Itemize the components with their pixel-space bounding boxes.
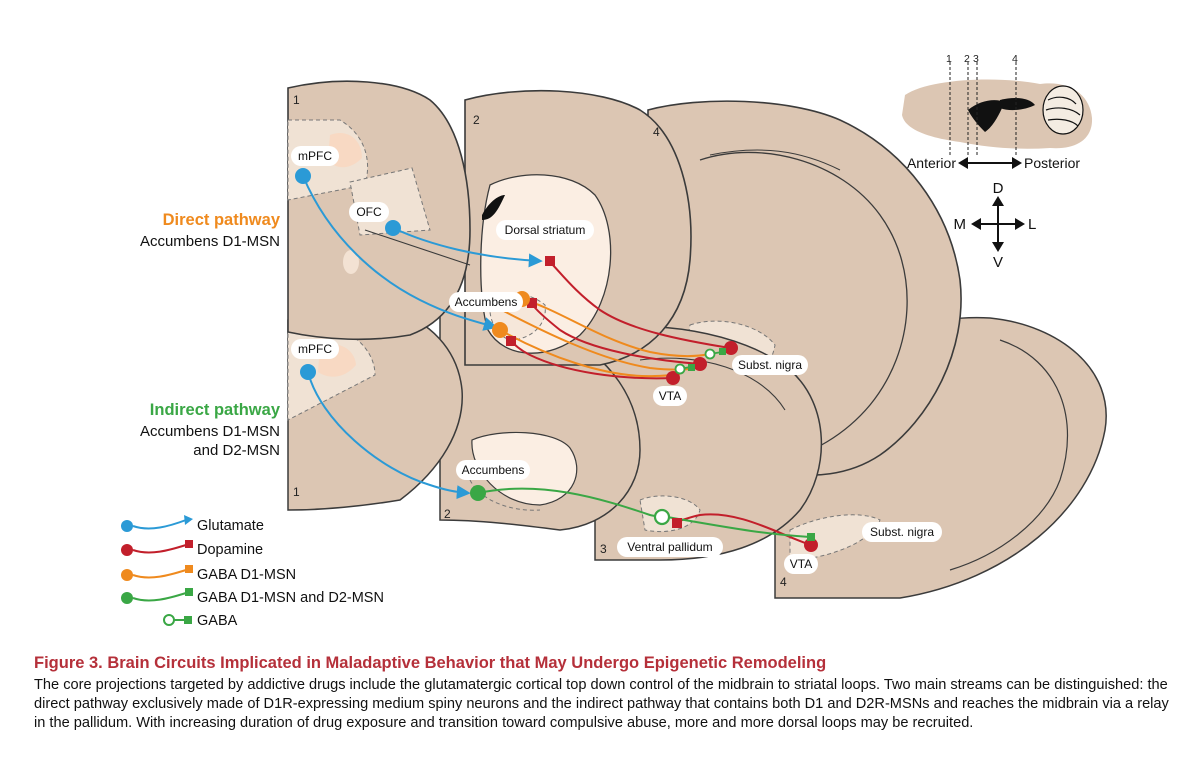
svg-text:GABA D1-MSN: GABA D1-MSN — [197, 567, 296, 583]
d1d2-msn-neuron — [470, 485, 486, 501]
glutamate-ofc-to-dorsal-striatum — [392, 227, 543, 268]
gaba-neuron-vta — [674, 363, 686, 375]
region-label-vta-bottom: VTA — [784, 554, 818, 574]
gaba-terminal-sn-local — [719, 348, 726, 355]
caption-title: Figure 3. Brain Circuits Implicated in M… — [34, 654, 827, 672]
legend-item-glutamate: Glutamate — [121, 515, 264, 534]
compass-l: L — [1028, 216, 1036, 233]
svg-text:Subst. nigra: Subst. nigra — [870, 525, 934, 539]
region-label-subst-nigra-top: Subst. nigra — [732, 355, 808, 375]
gaba-d1-accumbens-to-sn-1 — [521, 298, 711, 357]
compass-d: D — [993, 180, 1004, 197]
svg-text:OFC: OFC — [356, 205, 382, 219]
indirect-pathway-title: Indirect pathway — [150, 401, 281, 419]
region-label-ofc: OFC — [349, 202, 389, 222]
d1-msn-neuron-2 — [492, 322, 508, 338]
dopamine-terminal-pallidum — [672, 518, 682, 528]
sagittal-brain-inset — [902, 62, 1093, 156]
region-label-accumbens-top: Accumbens — [449, 292, 523, 312]
svg-text:Dopamine: Dopamine — [197, 542, 263, 558]
section-number-1-top: 1 — [293, 93, 300, 107]
ofc-neuron — [385, 220, 401, 236]
section-number-3: 3 — [600, 542, 607, 556]
inset-number-3: 3 — [973, 53, 979, 65]
legend-item-gaba-d1-d2: GABA D1-MSN and D2-MSN — [121, 588, 384, 606]
direct-pathway-subtitle: Accumbens D1-MSN — [140, 233, 280, 250]
mpfc-neuron-bottom — [300, 364, 316, 380]
indirect-pathway-line2: and D2-MSN — [193, 442, 280, 459]
svg-text:VTA: VTA — [659, 389, 681, 403]
svg-text:Subst. nigra: Subst. nigra — [738, 358, 802, 372]
inset-number-1: 1 — [946, 53, 952, 65]
inset-number-4: 4 — [1012, 53, 1018, 65]
region-label-mpfc-top: mPFC — [291, 146, 339, 166]
svg-text:Accumbens: Accumbens — [455, 295, 518, 309]
dopamine-vta-to-accumbens-2 — [510, 340, 674, 380]
legend: Glutamate Dopamine GABA D1-MSN GABA D1-M… — [121, 515, 384, 629]
dopamine-sn-to-dorsal-striatum — [549, 261, 731, 349]
region-label-vta-top: VTA — [653, 386, 687, 406]
section-number-2-bottom: 2 — [444, 507, 451, 521]
dopamine-neuron-sn — [724, 341, 738, 355]
gaba-terminal-sn-lower — [807, 533, 815, 541]
dopamine-vta-to-accumbens-1 — [531, 303, 701, 365]
dopamine-neuron-vta-1 — [693, 357, 707, 371]
svg-text:Ventral pallidum: Ventral pallidum — [627, 540, 712, 554]
legend-item-dopamine: Dopamine — [121, 540, 263, 558]
anterior-posterior-arrow — [958, 157, 1022, 169]
legend-item-gaba: GABA — [163, 613, 238, 629]
gaba-neuron-sn — [704, 348, 716, 360]
dopamine-terminal-accumbens-2 — [506, 336, 516, 346]
legend-item-gaba-d1: GABA D1-MSN — [121, 565, 296, 583]
dopamine-neuron-vta-lower — [804, 538, 818, 552]
gaba-pallidum-to-sn — [666, 516, 811, 538]
svg-text:Glutamate: Glutamate — [197, 518, 264, 534]
svg-text:GABA D1-MSN and D2-MSN: GABA D1-MSN and D2-MSN — [197, 590, 384, 606]
section-number-1-bottom: 1 — [293, 485, 300, 499]
section-number-2-top: 2 — [473, 113, 480, 127]
svg-text:Accumbens: Accumbens — [462, 463, 525, 477]
compass-m: M — [954, 216, 967, 233]
dopamine-terminal-dorsal — [545, 256, 555, 266]
svg-text:VTA: VTA — [790, 557, 812, 571]
section-number-4-top: 4 — [653, 125, 660, 139]
indirect-pathway-line1: Accumbens D1-MSN — [140, 423, 280, 440]
mpfc-neuron-top — [295, 168, 311, 184]
compass-v: V — [993, 254, 1003, 271]
svg-text:mPFC: mPFC — [298, 342, 332, 356]
dopamine-terminal-accumbens-1 — [527, 298, 537, 308]
glutamate-mpfc-to-accumbens-bottom — [307, 371, 471, 500]
region-label-dorsal-striatum: Dorsal striatum — [496, 220, 594, 240]
region-label-accumbens-bottom: Accumbens — [456, 460, 530, 480]
svg-text:Dorsal striatum: Dorsal striatum — [505, 223, 586, 237]
dopamine-neuron-vta-2 — [666, 371, 680, 385]
figure-caption: Figure 3. Brain Circuits Implicated in M… — [34, 654, 1184, 733]
direct-pathway-title: Direct pathway — [163, 211, 281, 229]
caption-body: The core projections targeted by addicti… — [34, 677, 1169, 731]
section-number-4-bottom: 4 — [780, 575, 787, 589]
glutamate-mpfc-to-accumbens-top — [302, 175, 498, 331]
svg-text:mPFC: mPFC — [298, 149, 332, 163]
compass-arrows — [971, 196, 1025, 252]
section-3 — [594, 325, 823, 561]
region-label-subst-nigra-bottom: Subst. nigra — [862, 522, 942, 542]
region-label-ventral-pallidum: Ventral pallidum — [617, 537, 723, 557]
region-label-mpfc-bottom: mPFC — [291, 339, 339, 359]
inset-number-2: 2 — [964, 53, 970, 65]
gaba-terminal-vta-local — [688, 364, 695, 371]
pallidum-gaba-neuron — [653, 508, 671, 526]
posterior-label: Posterior — [1024, 155, 1080, 171]
svg-text:GABA: GABA — [197, 613, 238, 629]
anterior-label: Anterior — [907, 155, 956, 171]
